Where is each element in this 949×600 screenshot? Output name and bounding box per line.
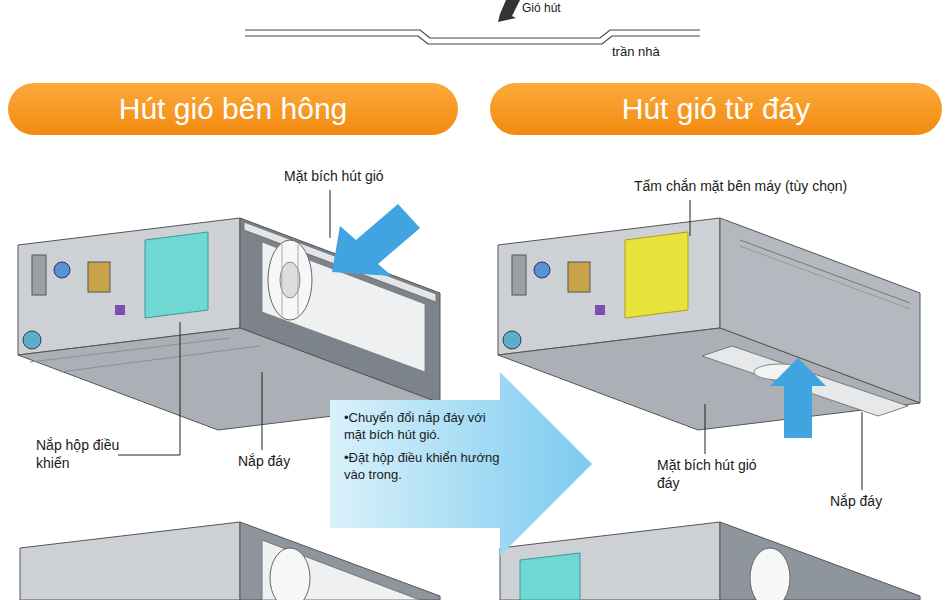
indoor-unit	[18, 204, 440, 430]
band-title: Hút gió từ đáy	[622, 92, 811, 126]
part-label: trần nhà	[612, 44, 660, 60]
airflow-arrow	[498, 0, 520, 22]
indoor-unit	[20, 522, 440, 600]
heading-band: Hút gió bên hông	[8, 83, 458, 135]
indoor-unit	[500, 522, 920, 600]
part-label: Gió hút	[522, 1, 561, 16]
ceiling-line	[245, 36, 700, 44]
part-label: Tấm chắn mặt bên máy (tùy chọn)	[634, 178, 847, 196]
indoor-unit	[498, 218, 920, 438]
arrow-text-group: •Chuyển đổi nắp đáy với mặt bích hút gió…	[330, 372, 508, 484]
band-title: Hút gió bên hông	[119, 92, 348, 126]
part-label: Mặt bích hút gió đáy	[657, 457, 767, 492]
part-label: Mặt bích hút gió	[284, 168, 384, 186]
part-label: Nắp đáy	[830, 493, 882, 511]
instruction-note: •Đặt hộp điều khiển hướng vào trong.	[344, 450, 508, 484]
instruction-note: •Chuyển đổi nắp đáy với mặt bích hút gió…	[344, 410, 508, 444]
heading-band: Hút gió từ đáy	[490, 83, 942, 135]
part-label: Nắp đáy	[238, 453, 290, 471]
ceiling-line	[245, 30, 700, 38]
transition-arrow: •Chuyển đổi nắp đáy với mặt bích hút gió…	[330, 372, 592, 556]
part-label: Nắp hộp điều khiển	[36, 437, 120, 472]
